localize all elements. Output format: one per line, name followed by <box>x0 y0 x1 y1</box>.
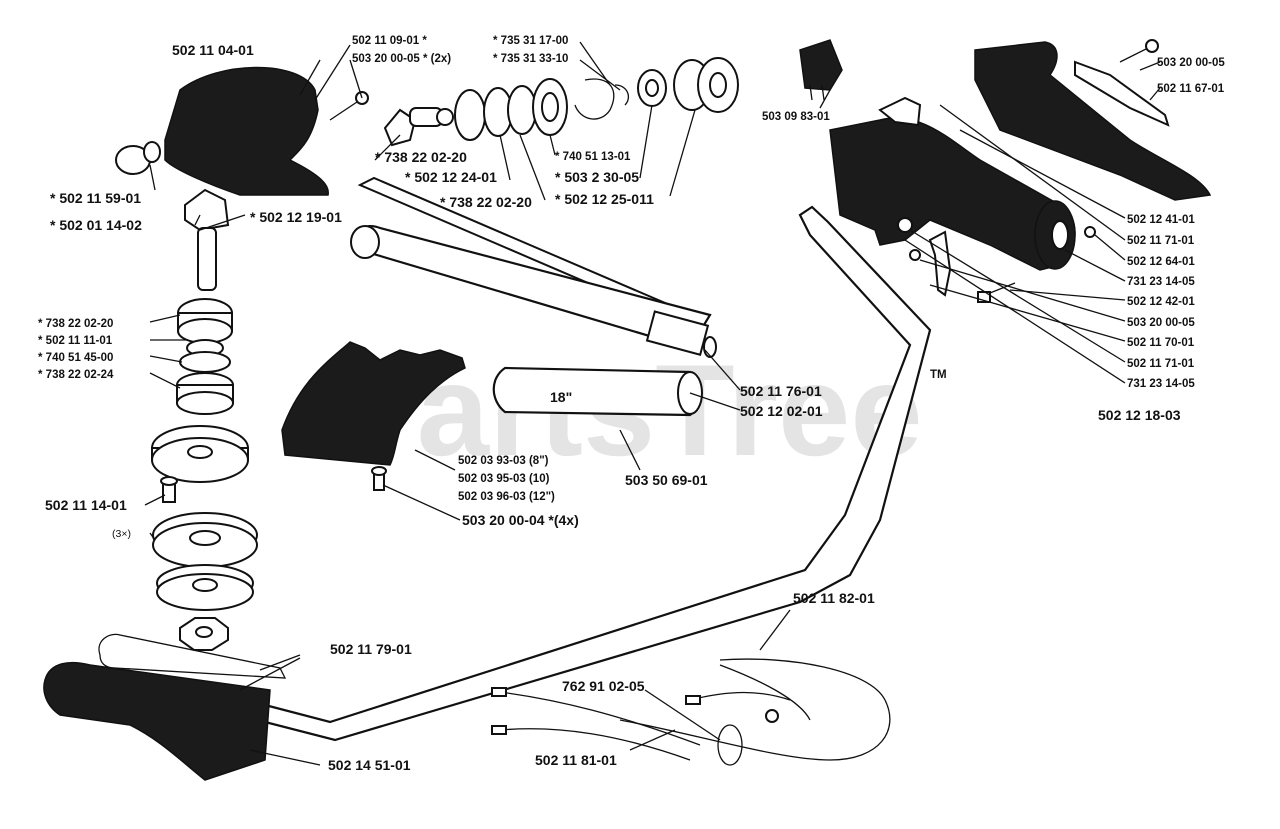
loop-handle-grip <box>43 661 271 781</box>
screw-top <box>329 91 369 121</box>
label-3x: (3×) <box>112 528 131 540</box>
top-screw <box>1119 39 1159 63</box>
leader-lines <box>144 41 1161 766</box>
blade-guard <box>281 341 466 466</box>
lock-nut <box>179 617 229 651</box>
label-502-11-11-01: * 502 11 11-01 <box>38 335 113 347</box>
bevel-gear-small <box>383 107 454 147</box>
decal-length-text: 18" <box>550 389 572 405</box>
label-502-11-67-01: 502 11 67-01 <box>1157 83 1225 95</box>
label-502-11-79-01: 502 11 79-01 <box>330 641 412 657</box>
label-731-23-14-05-b: 731 23 14-05 <box>1127 378 1195 390</box>
wire-harness <box>491 658 891 766</box>
shaft-tube <box>350 224 717 358</box>
loop-handle-bar <box>98 633 287 679</box>
label-740-51-45-00: * 740 51 45-00 <box>38 352 113 364</box>
label-738-22-02-20-c: * 738 22 02-20 <box>38 318 113 330</box>
label-502-03-96-03: 502 03 96-03 (12") <box>458 491 555 503</box>
watermark-tm: TM <box>930 369 947 381</box>
bearing-stack-top <box>454 78 568 141</box>
label-738-22-02-20-a: * 738 22 02-20 <box>375 149 467 165</box>
label-502-12-25-011: * 502 12 25-011 <box>555 191 654 207</box>
spindle-bearings <box>176 298 234 415</box>
label-502-12-19-01: * 502 12 19-01 <box>250 209 342 225</box>
label-502-11-04-01: 502 11 04-01 <box>172 42 254 58</box>
label-502-03-93-03: 502 03 93-03 (8") <box>458 455 549 467</box>
label-502-12-64-01: 502 12 64-01 <box>1127 256 1195 268</box>
blade-flange-bottom <box>152 512 258 611</box>
washer-bearing-right <box>637 57 739 113</box>
label-502-12-18-03: 502 12 18-03 <box>1098 407 1181 423</box>
tube-sleeve-decal: 18" <box>492 366 703 417</box>
bevel-gear-large <box>184 188 230 291</box>
label-502-11-59-01: * 502 11 59-01 <box>50 190 141 206</box>
guard-screw <box>371 466 387 491</box>
label-762-91-02-05: 762 91 02-05 <box>562 678 645 694</box>
label-502-11-82-01: 502 11 82-01 <box>793 590 875 606</box>
label-502-12-41-01: 502 12 41-01 <box>1127 214 1195 226</box>
label-740-51-13-01: * 740 51 13-01 <box>555 151 631 163</box>
label-731-23-14-05-a: 731 23 14-05 <box>1127 276 1195 288</box>
label-735-31-33-10: * 735 31 33-10 <box>493 53 568 65</box>
bent-shaft-tube <box>263 205 932 742</box>
label-738-22-02-20-b: * 738 22 02-20 <box>440 194 532 210</box>
handle-housing-right <box>974 41 1212 201</box>
label-502-11-76-01: 502 11 76-01 <box>740 383 822 399</box>
knob-nut <box>115 141 161 175</box>
circlip <box>574 78 629 120</box>
label-503-50-69-01: 503 50 69-01 <box>625 472 708 488</box>
label-503-2-30-05: * 503 2 30-05 <box>555 169 639 185</box>
gear-housing-cover <box>164 66 329 196</box>
label-738-22-02-24: * 738 22 02-24 <box>38 369 114 381</box>
label-502-11-09-01: 502 11 09-01 * <box>352 35 427 47</box>
label-502-01-14-02: * 502 01 14-02 <box>50 217 142 233</box>
label-502-12-24-01: * 502 12 24-01 <box>405 169 497 185</box>
throttle-switch <box>799 39 843 101</box>
label-502-11-81-01: 502 11 81-01 <box>535 752 617 768</box>
small-nut <box>897 217 1096 261</box>
label-503-20-00-04: 503 20 00-04 *(4x) <box>462 512 579 528</box>
label-503-20-00-05-2x: 503 20 00-05 * (2x) <box>352 53 451 65</box>
blade-flange-top <box>151 425 249 483</box>
label-502-12-02-01: 502 12 02-01 <box>740 403 823 419</box>
label-503-20-00-05-r: 503 20 00-05 <box>1127 317 1195 329</box>
label-735-31-17-00: * 735 31 17-00 <box>493 35 568 47</box>
label-503-09-83-01: 503 09 83-01 <box>762 111 830 123</box>
part-labels: 502 11 04-01 502 11 09-01 * 503 20 00-05… <box>38 35 1225 773</box>
flange-bolt <box>160 476 178 503</box>
label-502-14-51-01: 502 14 51-01 <box>328 757 411 773</box>
label-502-03-95-03: 502 03 95-03 (10) <box>458 473 550 485</box>
grip-end-cap <box>1034 200 1076 270</box>
label-502-12-42-01: 502 12 42-01 <box>1127 296 1195 308</box>
label-502-11-14-01: 502 11 14-01 <box>45 497 127 513</box>
cover-strip <box>1074 60 1170 127</box>
label-503-20-00-05-top: 503 20 00-05 <box>1157 57 1225 69</box>
label-502-11-71-01-a: 502 11 71-01 <box>1127 235 1195 247</box>
label-502-11-71-01-b: 502 11 71-01 <box>1127 358 1195 370</box>
label-502-11-70-01: 502 11 70-01 <box>1127 337 1195 349</box>
